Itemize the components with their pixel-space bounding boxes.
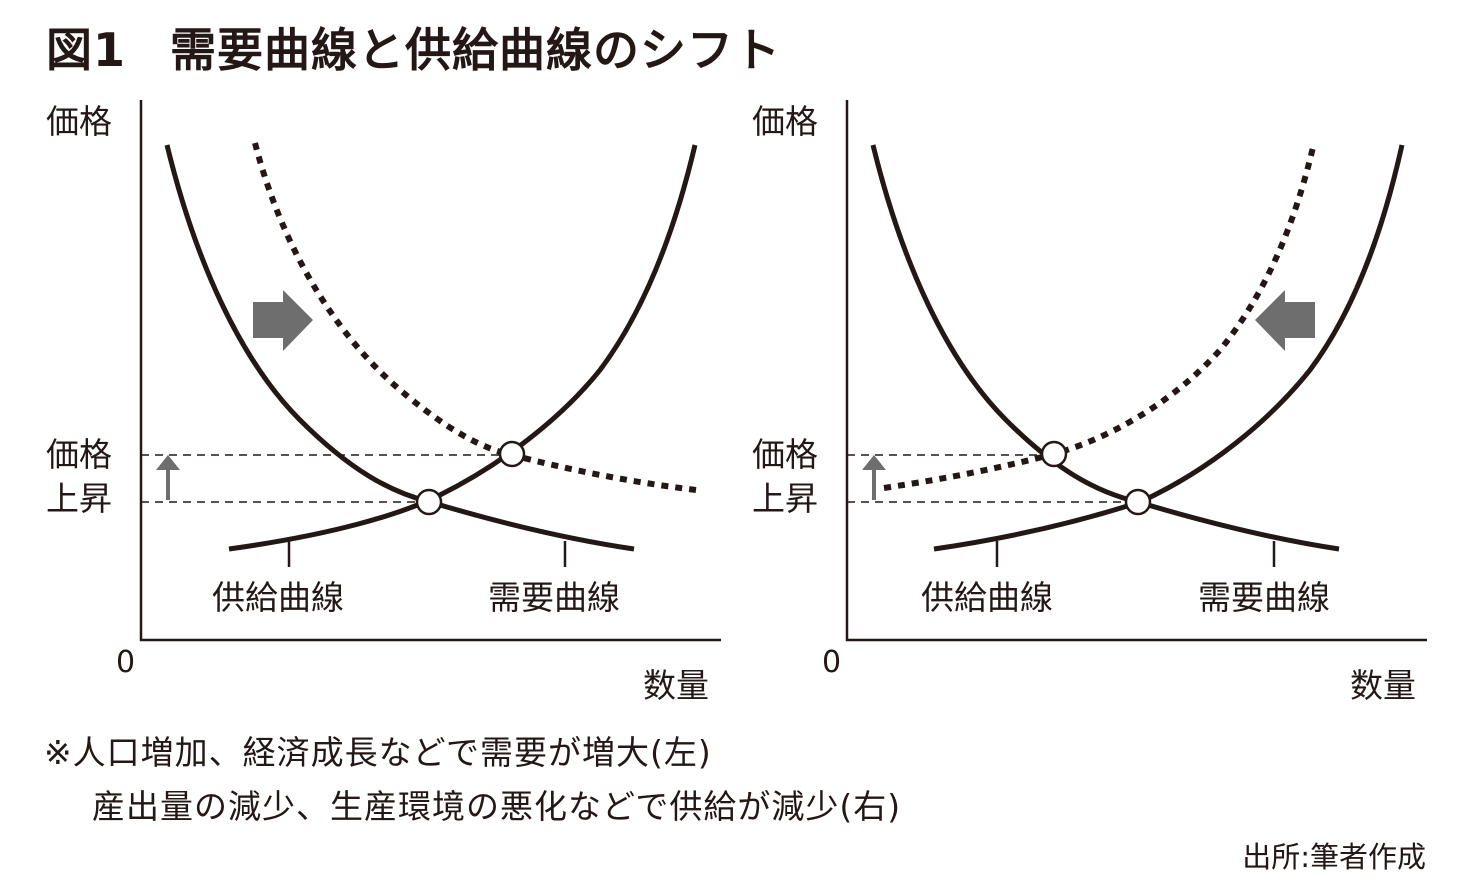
left-price-label-line2: 上昇 [46,479,112,518]
left-demand-curve [164,144,635,552]
right-origin-label: 0 [822,645,841,680]
figure-title-text: 需要曲線と供給曲線のシフト [170,23,782,77]
right-demand-curve [870,144,1340,552]
figure-number: 図1 [46,23,127,77]
right-price-rise-arrow-icon [862,455,886,500]
left-shift-arrow-right-icon [253,290,313,351]
left-origin-label: 0 [116,645,135,680]
left-new-equilibrium [498,440,526,468]
right-price-label-line1: 価格 [752,435,818,474]
left-supply-curve [228,144,698,552]
right-x-axis-label: 数量 [1350,666,1416,705]
left-old-equilibrium [415,488,443,516]
source-credit: 出所:筆者作成 [1242,840,1426,874]
left-panel: 価格 価格 上昇 0 数量 供給曲線 需要曲線 [46,100,721,705]
right-supply-label: 供給曲線 [921,578,1053,617]
right-panel: 価格 価格 上昇 0 数量 供給曲線 需要曲線 [752,100,1427,705]
left-y-axis-label: 価格 [46,102,112,141]
right-shift-arrow-left-icon [1255,290,1315,351]
left-demand-label: 需要曲線 [488,578,620,617]
right-new-equilibrium [1040,440,1068,468]
left-axes [139,100,721,642]
right-shifted-supply-curve [883,142,1317,491]
left-price-label-line1: 価格 [46,435,112,474]
figure-title: 図1 需要曲線と供給曲線のシフト [46,14,781,80]
right-price-label-line2: 上昇 [752,479,818,518]
note-line-2: 産出量の減少、生産環境の悪化などで供給が減少(右) [92,787,902,826]
right-supply-curve [933,144,1405,552]
left-price-rise-arrow-icon [156,455,180,500]
right-old-equilibrium [1124,488,1152,516]
right-axes [845,100,1427,642]
right-demand-label: 需要曲線 [1198,578,1330,617]
note-line-1: ※人口増加、経済成長などで需要が増大(左) [44,733,712,772]
left-shifted-demand-curve [252,142,697,493]
left-x-axis-label: 数量 [643,666,709,705]
right-y-axis-label: 価格 [752,102,818,141]
left-supply-label: 供給曲線 [212,578,344,617]
